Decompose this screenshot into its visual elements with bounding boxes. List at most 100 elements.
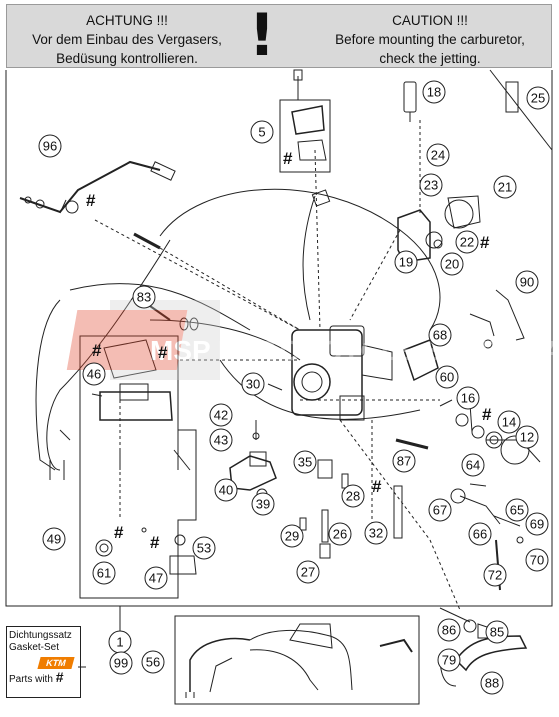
hash-marker: # <box>480 233 490 252</box>
english-line2: check the jetting. <box>379 51 481 66</box>
callout-label: 26 <box>333 527 347 542</box>
callout-label: 30 <box>246 377 260 392</box>
legend-line2: Gasket-Set <box>9 642 60 653</box>
callout-66: 66 <box>468 522 492 546</box>
frame-diagonal <box>489 69 553 151</box>
gasket-set-legend: Dichtungssatz Gasket-Set KTM Parts with … <box>6 626 81 698</box>
callout-label: 47 <box>149 571 163 586</box>
callout-26: 26 <box>328 522 352 546</box>
callout-label: 65 <box>510 503 524 518</box>
warning-banner: ACHTUNG !!! Vor dem Einbau des Vergasers… <box>6 3 553 68</box>
english-line1: Before mounting the carburetor, <box>335 32 525 47</box>
hash-marker: # <box>114 523 124 542</box>
callout-64: 64 <box>461 453 485 477</box>
callout-label: 96 <box>43 139 57 154</box>
callout-label: 90 <box>520 275 534 290</box>
callout-label: 66 <box>473 527 487 542</box>
callout-label: 14 <box>502 415 516 430</box>
callout-85: 85 <box>485 620 509 644</box>
callout-label: 40 <box>219 483 233 498</box>
hash-marker: # <box>158 343 168 362</box>
callout-12: 12 <box>515 425 539 449</box>
callout-label: 25 <box>531 91 545 106</box>
cable-loop-mid <box>69 283 251 331</box>
english-warning: CAUTION !!! Before mounting the carburet… <box>307 11 553 68</box>
pump-19 <box>397 209 431 263</box>
watermark: MSP MOTORCYCLE SPARE PARTS <box>66 300 559 380</box>
float-bowl <box>99 391 173 421</box>
callout-19: 19 <box>394 250 418 274</box>
watermark-text: MSP MOTORCYCLE SPARE PARTS <box>150 335 559 366</box>
callout-96: 96 <box>38 134 62 158</box>
callout-label: 32 <box>369 526 383 541</box>
legend-parts-with: Parts with # <box>9 669 64 685</box>
english-title: CAUTION !!! <box>392 13 468 28</box>
hash-marker: # <box>150 533 160 552</box>
callout-99: 99 <box>109 651 133 675</box>
german-line2: Bedüsung kontrollieren. <box>56 51 198 66</box>
cover-frame-5 <box>279 99 331 173</box>
cable-loop-left <box>35 299 61 471</box>
callout-79: 79 <box>437 648 461 672</box>
hash-marker: # <box>372 477 382 496</box>
callout-69: 69 <box>525 512 549 536</box>
throttle-cable-top <box>159 188 441 331</box>
callout-label: 23 <box>424 178 438 193</box>
callout-14: 14 <box>497 410 521 434</box>
callout-24: 24 <box>426 143 450 167</box>
callout-68: 68 <box>428 323 452 347</box>
german-line1: Vor dem Einbau des Vergasers, <box>32 32 222 47</box>
plunger-18 <box>403 81 417 113</box>
callout-label: 87 <box>397 454 411 469</box>
callout-label: 24 <box>431 148 445 163</box>
part-55 <box>133 232 161 250</box>
part-35 <box>317 459 333 479</box>
callout-61: 61 <box>92 561 116 585</box>
callout-56: 56 <box>141 650 165 674</box>
part-25 <box>505 81 519 113</box>
part-90 <box>495 289 525 341</box>
callout-label: 79 <box>442 653 456 668</box>
callout-22: 22 <box>455 230 479 254</box>
hash-marker: # <box>86 191 96 210</box>
callout-label: 16 <box>461 391 475 406</box>
german-warning: ACHTUNG !!! Vor dem Einbau des Vergasers… <box>7 11 247 68</box>
ktm-logo: KTM <box>37 657 75 669</box>
callout-label: 68 <box>433 328 447 343</box>
callout-29: 29 <box>280 524 304 548</box>
callout-25: 25 <box>526 86 550 110</box>
callout-86: 86 <box>437 618 461 642</box>
callout-32: 32 <box>364 521 388 545</box>
callout-label: 53 <box>197 541 211 556</box>
cable-96 <box>19 160 161 214</box>
callout-20: 20 <box>440 252 464 276</box>
callout-72: 72 <box>483 563 507 587</box>
callout-27: 27 <box>296 560 320 584</box>
callout-label: 19 <box>399 255 413 270</box>
callout-label: 39 <box>256 497 270 512</box>
carburetor-bore <box>293 363 331 401</box>
callout-70: 70 <box>525 548 549 572</box>
callout-label: 64 <box>466 458 480 473</box>
callout-88: 88 <box>480 671 504 695</box>
callout-23: 23 <box>419 173 443 197</box>
callout-label: 29 <box>285 529 299 544</box>
hash-marker: # <box>283 149 293 168</box>
callout-46: 46 <box>82 362 106 386</box>
callout-label: 18 <box>427 85 441 100</box>
cable-96-plug <box>150 161 176 181</box>
cable-frame <box>174 615 420 705</box>
callout-35: 35 <box>293 450 317 474</box>
callout-67: 67 <box>428 498 452 522</box>
callout-60: 60 <box>435 365 459 389</box>
callout-label: 49 <box>47 532 61 547</box>
callout-label: 86 <box>442 623 456 638</box>
cable-83 <box>149 319 301 361</box>
callout-label: 1 <box>116 635 123 650</box>
callout-53: 53 <box>192 536 216 560</box>
hose-88 <box>455 635 528 672</box>
cable-5 <box>302 195 316 321</box>
callout-label: 60 <box>440 370 454 385</box>
callout-18: 18 <box>422 80 446 104</box>
